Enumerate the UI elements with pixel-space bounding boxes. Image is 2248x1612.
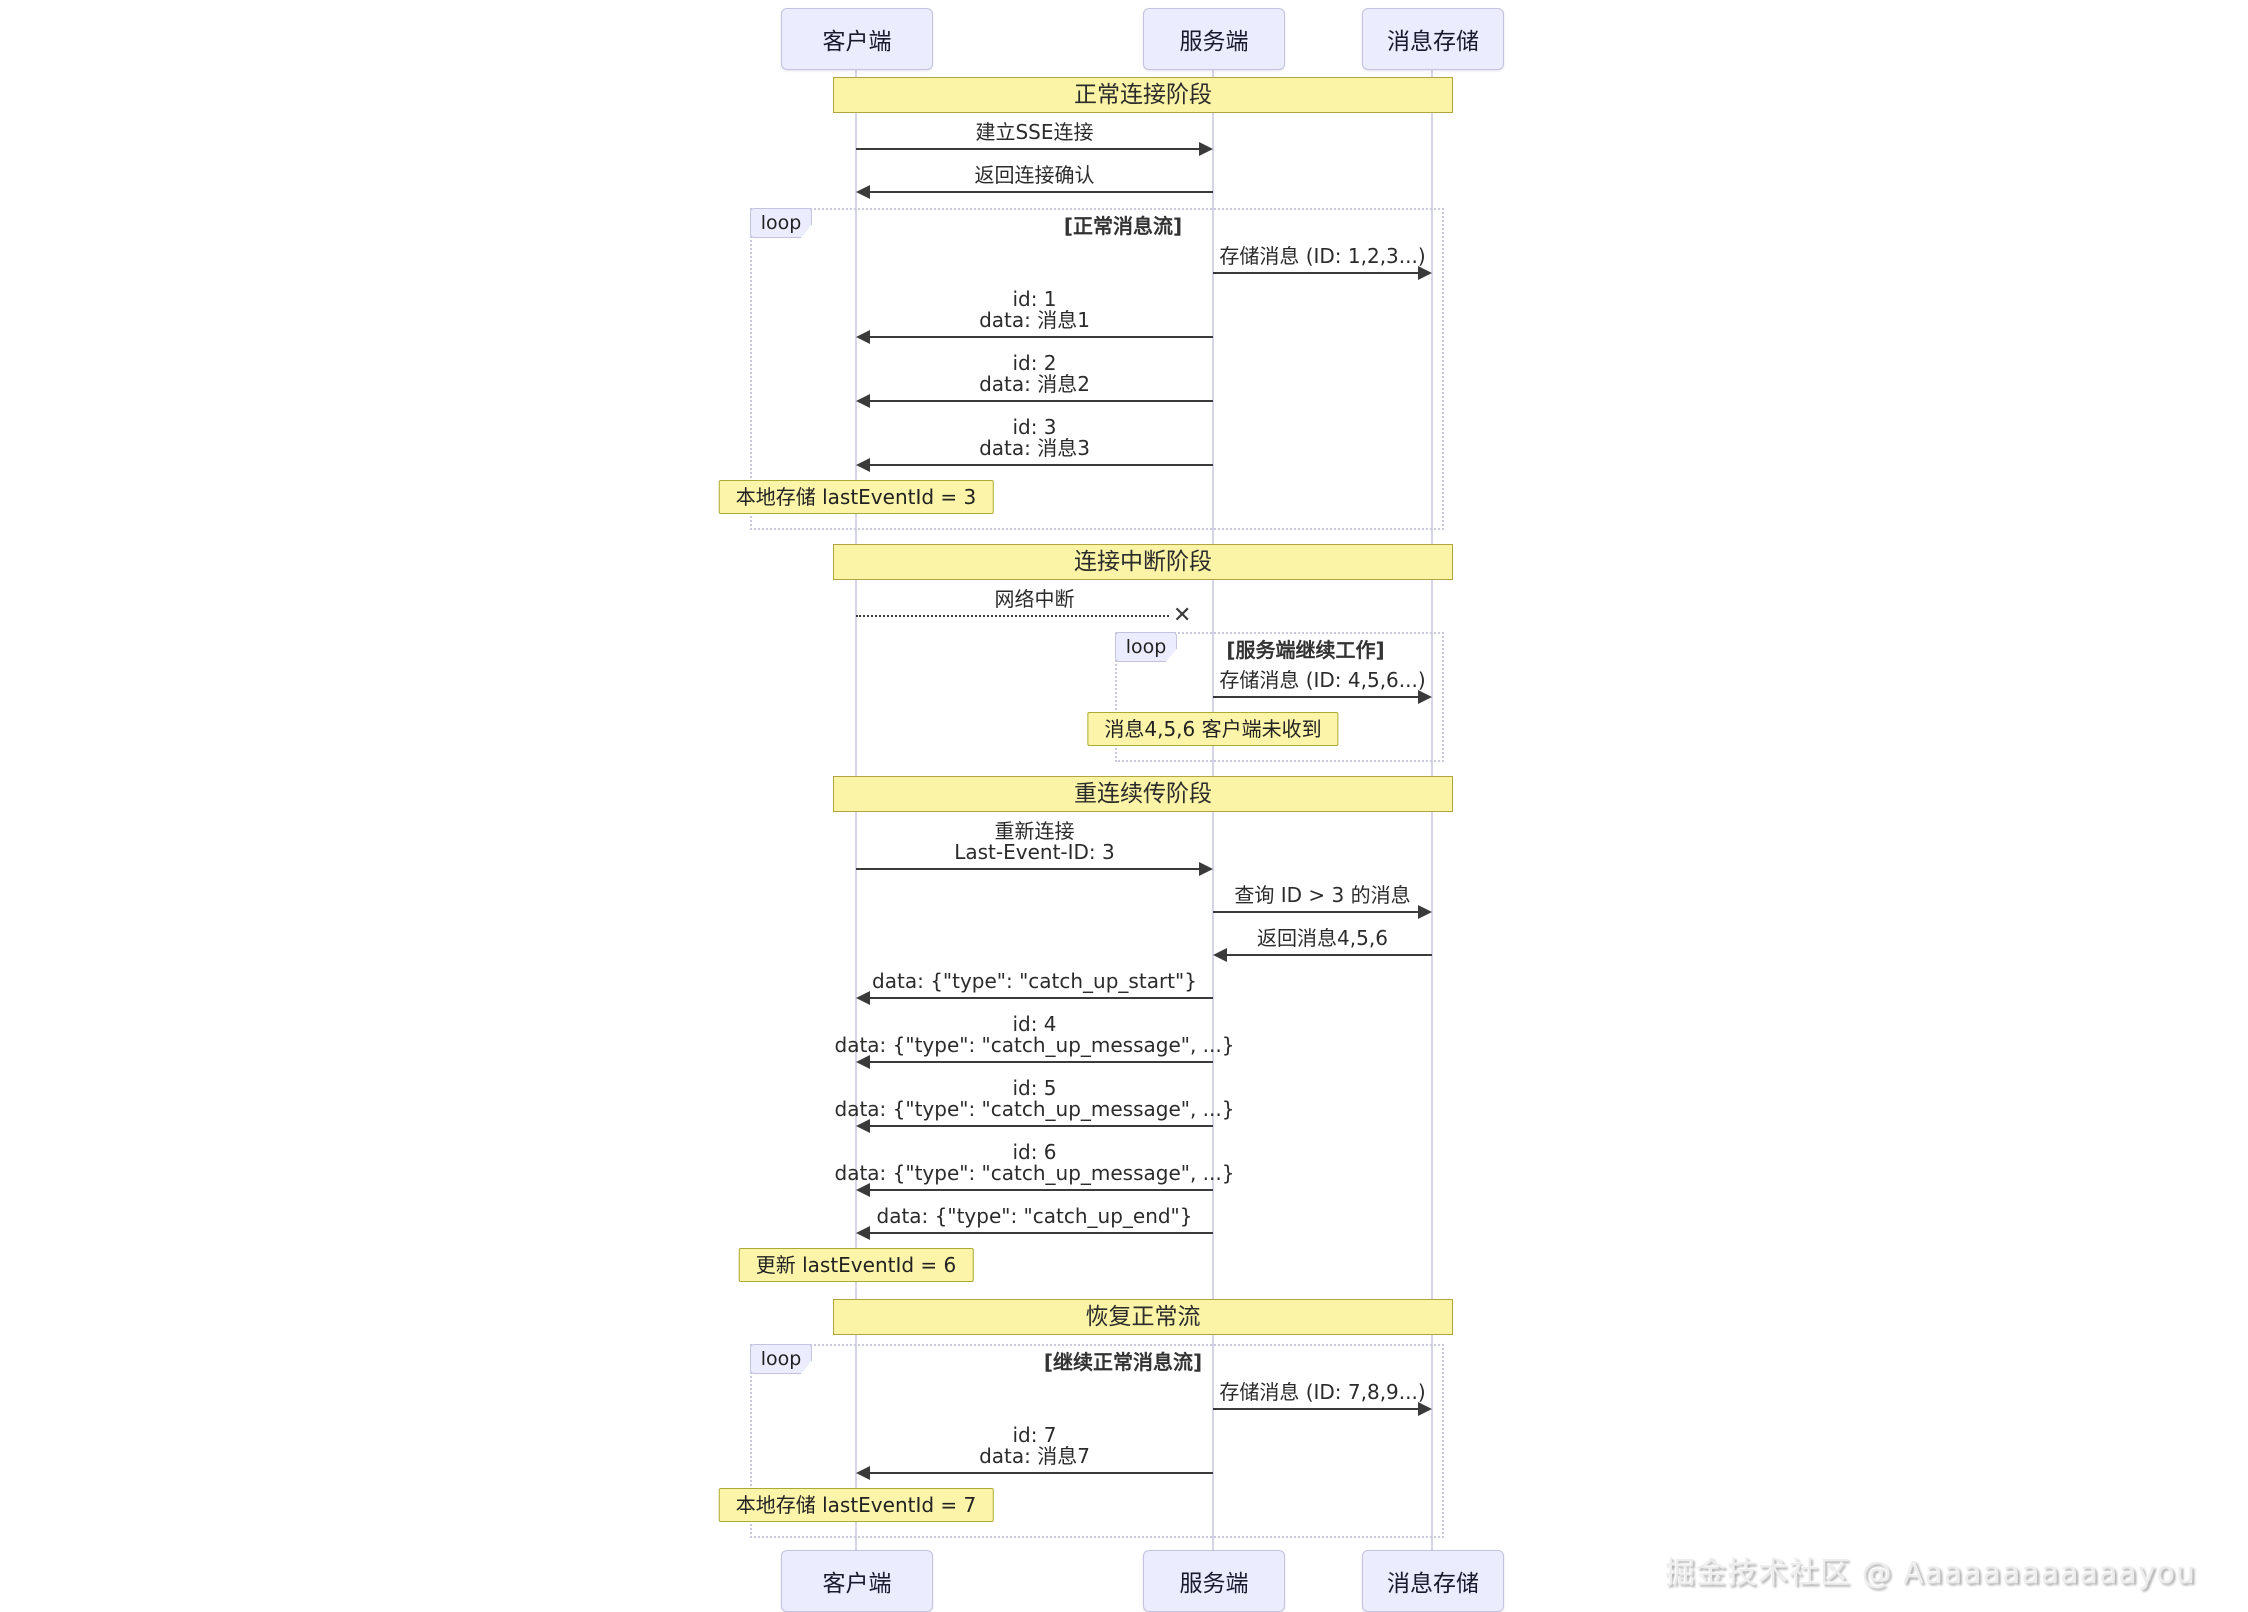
actor-box-client-top: 客户端 (781, 8, 933, 70)
actor-box-message-store-bottom: 消息存储 (1362, 1550, 1504, 1612)
arrowhead (856, 1466, 870, 1480)
loop-condition: [服务端继续工作] (1226, 638, 1385, 662)
message-label: 查询 ID > 3 的消息 (1234, 883, 1411, 907)
message-arrow (856, 148, 1201, 150)
message-arrow (868, 1061, 1213, 1063)
arrowhead (856, 394, 870, 408)
phase-bar: 重连续传阶段 (833, 776, 1453, 812)
message-arrow (1213, 272, 1420, 274)
message-arrow (868, 336, 1213, 338)
message-label: 网络中断 (994, 587, 1075, 611)
phase-bar: 连接中断阶段 (833, 544, 1453, 580)
arrowhead (856, 991, 870, 1005)
message-label: 返回消息4,5,6 (1257, 926, 1388, 950)
message-label: 存储消息 (ID: 4,5,6...) (1219, 668, 1426, 692)
loop-label: loop (1115, 632, 1177, 662)
loop-label: loop (750, 1344, 812, 1374)
loop-label: loop (750, 208, 812, 238)
message-label: data: {"type": "catch_up_start"} (872, 969, 1197, 993)
arrowhead (1199, 142, 1213, 156)
arrowhead (1418, 266, 1432, 280)
note: 消息4,5,6 客户端未收到 (1087, 712, 1339, 746)
arrowhead (1418, 1402, 1432, 1416)
arrowhead (856, 330, 870, 344)
arrowhead (1213, 948, 1227, 962)
message-arrow (868, 464, 1213, 466)
actor-box-server-bottom: 服务端 (1143, 1550, 1285, 1612)
arrowhead (1418, 690, 1432, 704)
arrowhead (1199, 862, 1213, 876)
watermark: 掘金技术社区 @ Aaaaaaaaaaaayou (1665, 1556, 2196, 1591)
message-arrow-lost (856, 615, 1169, 617)
message-arrow (868, 400, 1213, 402)
loop-frame (750, 208, 1444, 530)
message-arrow (868, 1232, 1213, 1234)
phase-bar: 恢复正常流 (833, 1299, 1453, 1335)
message-arrow (1213, 696, 1420, 698)
loop-frame (750, 1344, 1444, 1538)
arrowhead (1418, 905, 1432, 919)
message-label: 存储消息 (ID: 1,2,3...) (1219, 244, 1426, 268)
loop-frame (1115, 632, 1444, 762)
loop-condition: [正常消息流] (1063, 214, 1183, 238)
arrowhead (856, 185, 870, 199)
message-arrow (868, 1125, 1213, 1127)
message-label: 存储消息 (ID: 7,8,9...) (1219, 1380, 1426, 1404)
arrowhead (856, 458, 870, 472)
message-arrow (868, 1472, 1213, 1474)
actor-box-client-bottom: 客户端 (781, 1550, 933, 1612)
message-arrow (1213, 911, 1420, 913)
arrowhead (856, 1226, 870, 1240)
message-arrow (856, 868, 1201, 870)
message-arrow (868, 191, 1213, 193)
arrowhead (856, 1183, 870, 1197)
message-label: 返回连接确认 (974, 163, 1095, 187)
arrowhead (856, 1119, 870, 1133)
lost-message-x-icon: ✕ (1173, 603, 1192, 628)
loop-condition: [继续正常消息流] (1043, 1350, 1203, 1374)
actor-box-message-store-top: 消息存储 (1362, 8, 1504, 70)
message-arrow (868, 1189, 1213, 1191)
arrowhead (856, 1055, 870, 1069)
message-arrow (868, 997, 1213, 999)
actor-box-server-top: 服务端 (1143, 8, 1285, 70)
message-arrow (1225, 954, 1432, 956)
note: 本地存储 lastEventId = 3 (718, 480, 994, 514)
message-label: data: {"type": "catch_up_end"} (876, 1204, 1193, 1228)
note: 本地存储 lastEventId = 7 (718, 1488, 994, 1522)
phase-bar: 正常连接阶段 (833, 77, 1453, 113)
message-label: 建立SSE连接 (975, 120, 1094, 144)
message-arrow (1213, 1408, 1420, 1410)
note: 更新 lastEventId = 6 (738, 1248, 974, 1282)
